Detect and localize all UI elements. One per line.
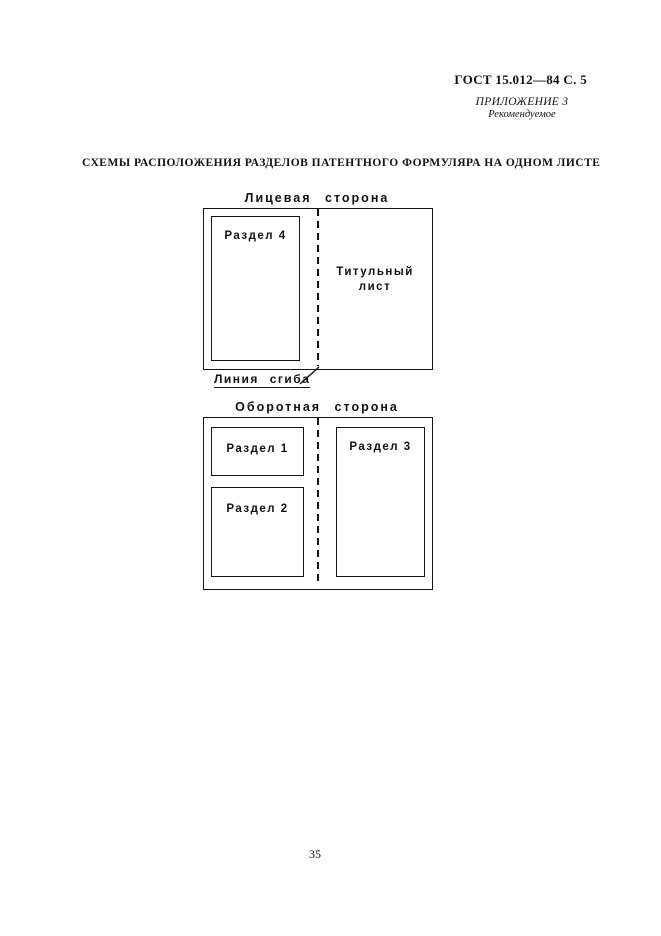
section-2-box: Раздел 2: [211, 487, 304, 577]
section-1-label: Раздел 1: [226, 443, 289, 455]
fold-dashed-line-back: [317, 418, 319, 586]
back-side-caption: Оборотная сторона: [235, 400, 399, 414]
fold-dashed-line-front: [317, 209, 319, 366]
page-number: 35: [309, 847, 321, 861]
back-sheet-diagram: Раздел 1 Раздел 2 Раздел 3: [203, 417, 433, 590]
front-side-caption: Лицевая сторона: [244, 191, 390, 205]
appendix-note: Рекомендуемое: [488, 109, 556, 120]
fold-line-connector: [299, 366, 320, 385]
standard-reference: ГОСТ 15.012—84 С. 5: [454, 72, 587, 87]
section-3-box: Раздел 3: [336, 427, 425, 577]
title-sheet-label: Титульный лист: [320, 265, 430, 295]
appendix-label: ПРИЛОЖЕНИЕ 3: [475, 96, 569, 108]
section-2-label: Раздел 2: [226, 503, 289, 515]
appendix-block: ПРИЛОЖЕНИЕ 3 Рекомендуемое: [457, 96, 587, 120]
section-3-label: Раздел 3: [349, 441, 412, 453]
document-title: СХЕМЫ РАСПОЛОЖЕНИЯ РАЗДЕЛОВ ПАТЕНТНОГО Ф…: [82, 157, 601, 169]
section-4-label: Раздел 4: [224, 230, 287, 242]
section-4-box: Раздел 4: [211, 216, 300, 361]
section-1-box: Раздел 1: [211, 427, 304, 476]
title-sheet-line1: Титульный: [336, 266, 414, 278]
front-sheet-diagram: Раздел 4 Титульный лист: [203, 208, 433, 370]
fold-line-label: Линия сгиба: [214, 372, 311, 388]
title-sheet-line2: лист: [358, 281, 392, 293]
